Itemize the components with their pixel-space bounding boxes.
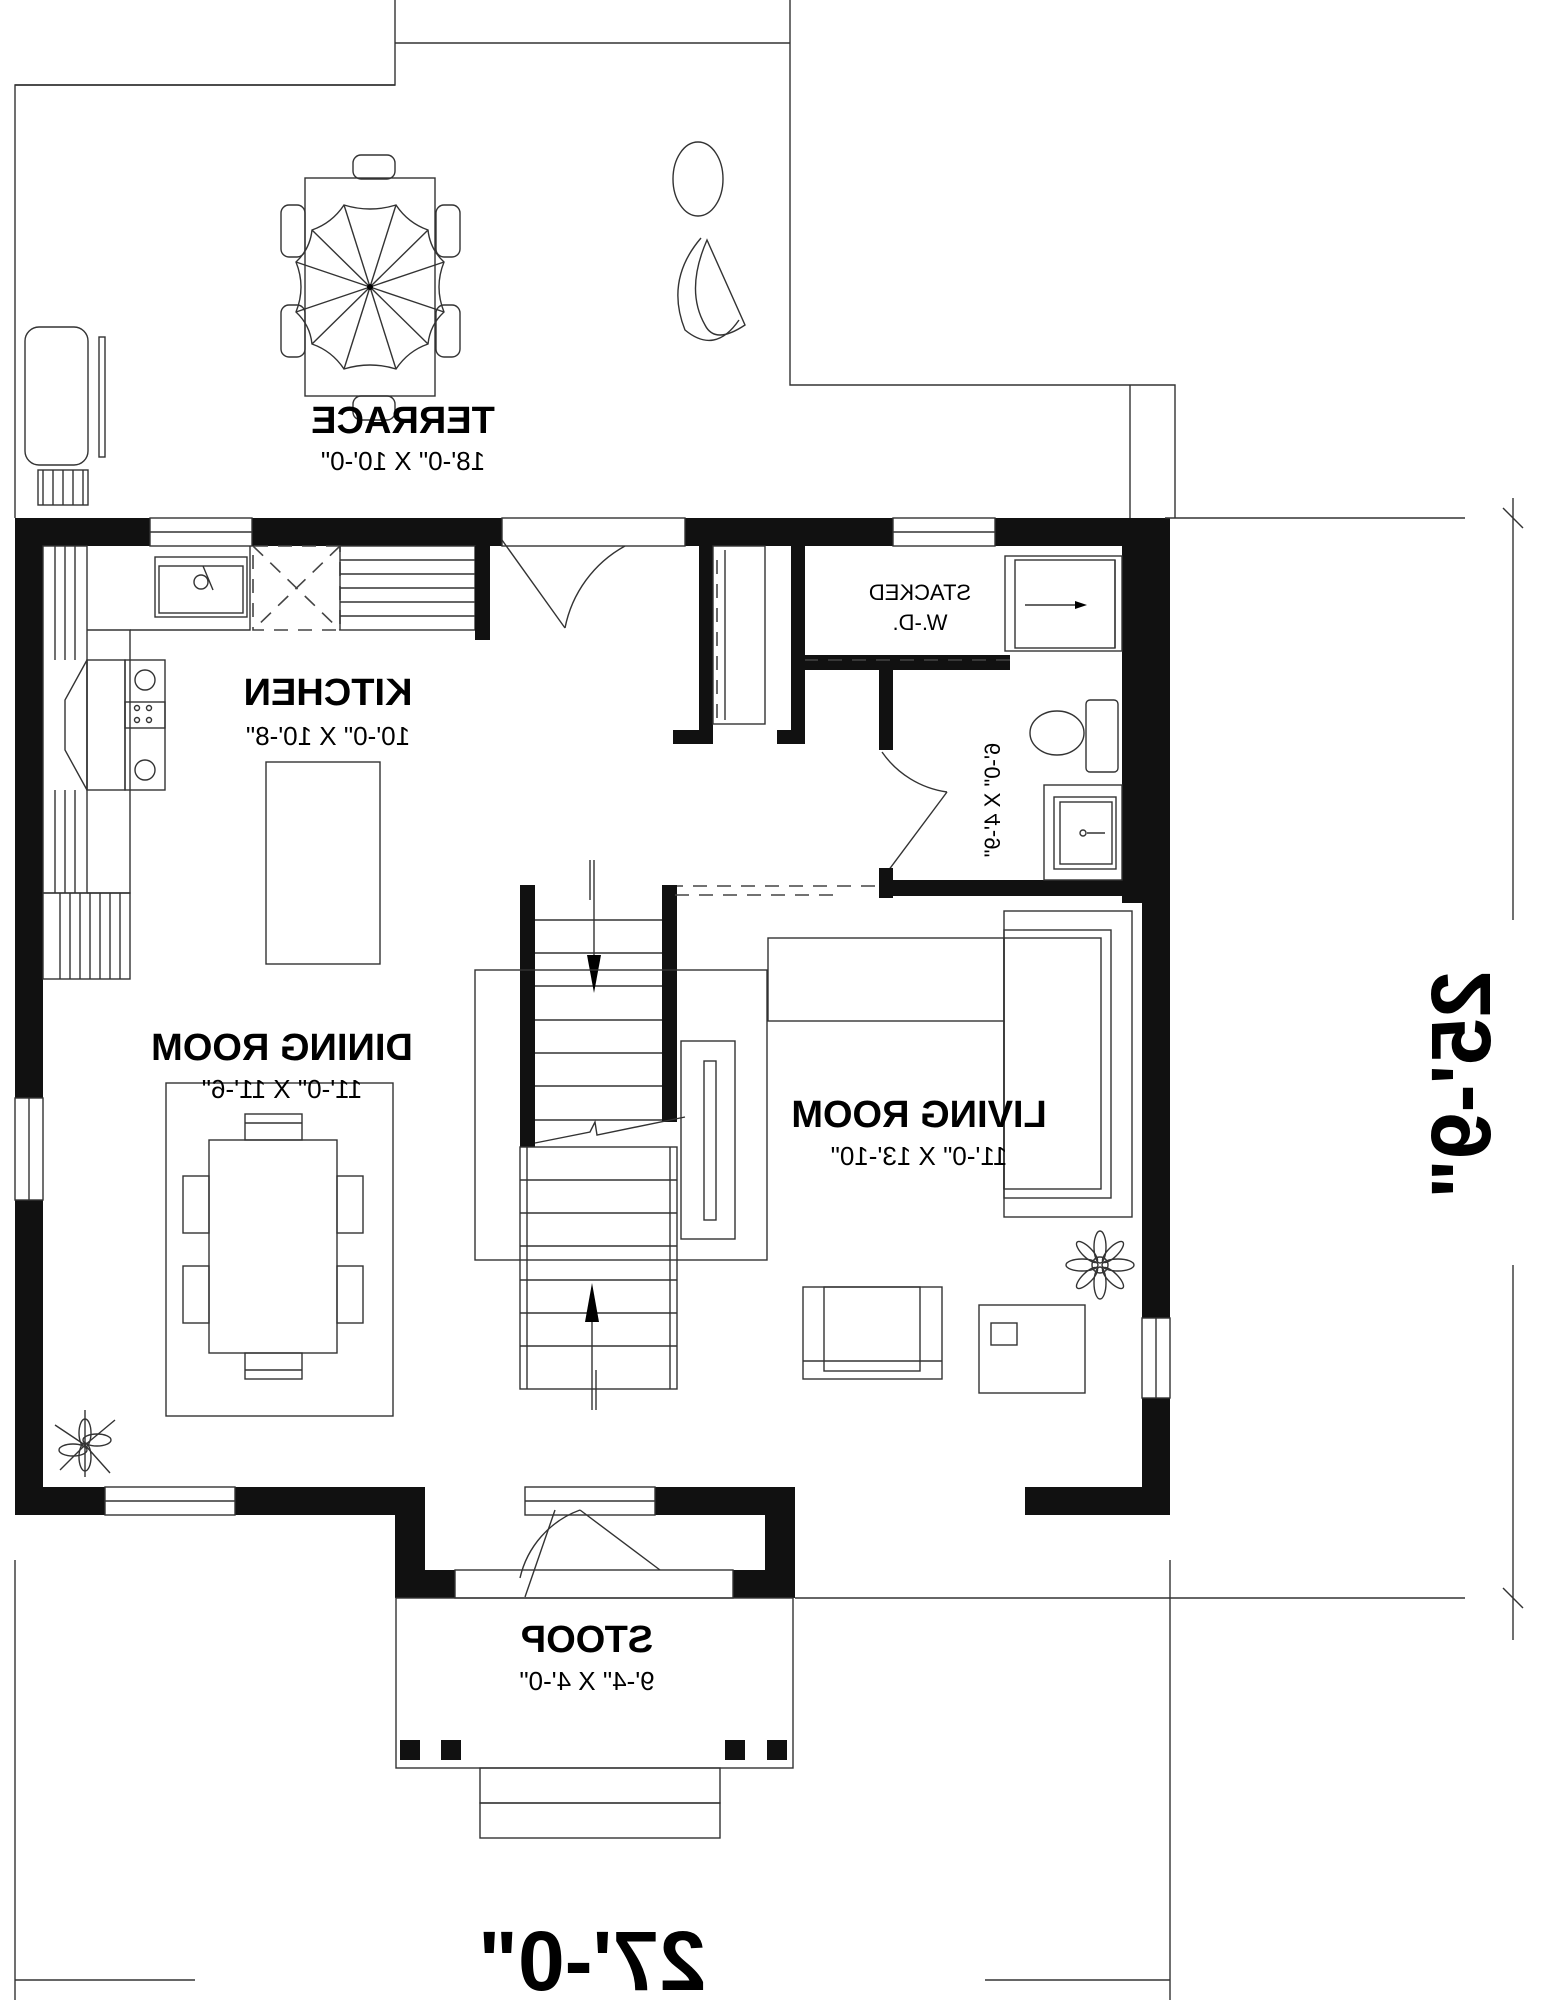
fireplace-icon [680, 1040, 736, 1240]
room-size-dining: 11'-0" X 11'-6" [202, 1074, 362, 1104]
lounge-chair-icon [677, 237, 746, 342]
room-label-living: LIVING ROOM [791, 1094, 1046, 1136]
grill-icon [24, 326, 106, 506]
overall-depth-dimension: 25'-9" [1414, 971, 1508, 1199]
room-label-dining: DINING ROOM [151, 1027, 413, 1069]
plant-icon [54, 1410, 116, 1477]
toilet-icon [1029, 699, 1119, 773]
range-icon [64, 659, 166, 791]
stair-icon [519, 860, 835, 1410]
laundry-label-line2: W.-D. [893, 610, 948, 635]
dining-room-area [54, 1082, 394, 1477]
room-size-bath: 6'-0" X 4'-9" [980, 743, 1005, 858]
kitchen-area [42, 545, 490, 980]
kitchen-island [265, 761, 381, 965]
room-size-terrace: 18'-0" X 10'-0" [321, 446, 485, 476]
room-size-kitchen: 10'-0" X 10'-8" [246, 721, 410, 751]
sofa-icon [767, 910, 1133, 1218]
washer-dryer-icon [1004, 555, 1123, 652]
windows [14, 517, 1171, 1516]
rear-door[interactable] [501, 517, 686, 629]
armchair-icon [802, 1286, 943, 1380]
bathroom [675, 673, 1142, 903]
stoop-area [395, 1597, 794, 1839]
overall-width-dimension: 27'-0" [478, 1914, 706, 2000]
room-label-stoop: STOOP [521, 1619, 653, 1661]
coffee-table-icon [978, 1304, 1086, 1394]
side-table-icon [672, 141, 724, 217]
laundry-label-line1: STACKED [869, 580, 971, 605]
exterior-walls [15, 518, 1170, 1598]
plant-icon [1065, 1230, 1135, 1300]
front-door[interactable] [454, 1509, 734, 1599]
terrace-area [14, 0, 1176, 518]
dimension-lines [14, 498, 1524, 2000]
room-size-stoop: 9'-4" X 4'-0" [519, 1666, 654, 1696]
vanity-sink-icon [1043, 784, 1123, 881]
room-size-living: 11'-0" X 13'-10" [831, 1141, 1008, 1171]
room-label-kitchen: KITCHEN [244, 672, 413, 714]
room-label-terrace: TERRACE [311, 400, 495, 442]
laundry-closet [673, 545, 1142, 750]
living-room-area [474, 910, 1135, 1394]
kitchen-sink-icon [154, 556, 248, 618]
dining-table-icon [182, 1113, 364, 1380]
patio-table-umbrella-icon [280, 154, 461, 421]
